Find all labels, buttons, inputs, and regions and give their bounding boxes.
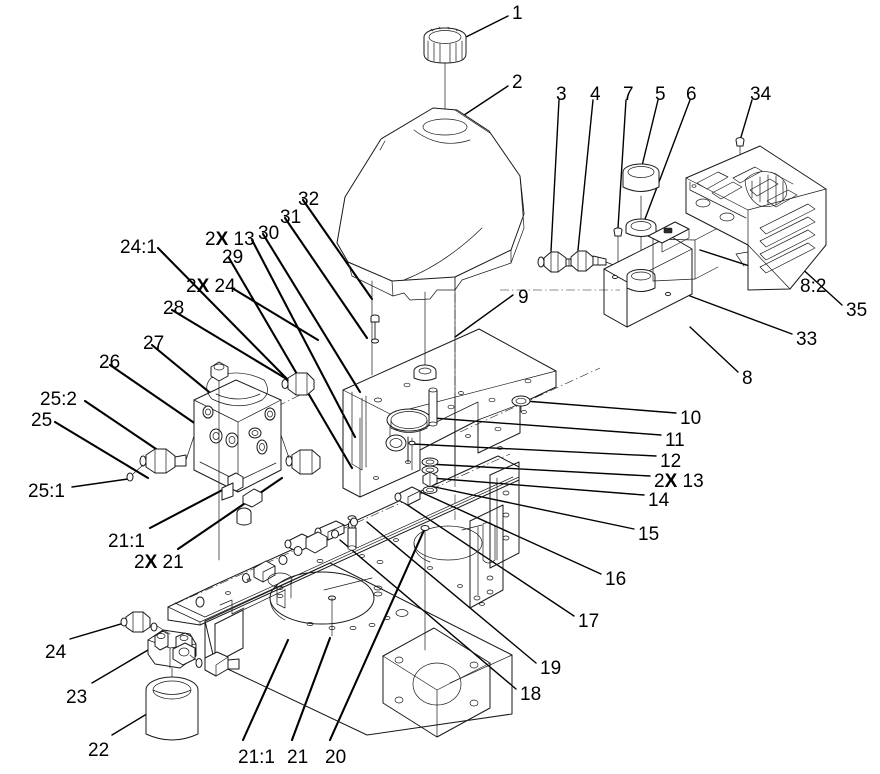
callout-16: 16 [605, 569, 627, 590]
hydraulic-fitting-4 [570, 250, 665, 286]
callout-28: 28 [163, 298, 185, 319]
callout-7: 7 [623, 84, 634, 105]
callout-8-2: 8:2 [800, 276, 827, 297]
callout-24: 24 [45, 642, 67, 663]
callout-25: 25 [31, 410, 53, 431]
callout-21-1: 21:1 [108, 531, 145, 552]
callout-2: 2 [512, 72, 523, 93]
callout-12: 12 [660, 451, 682, 472]
callout-2X-21: 2X 21 [134, 552, 184, 573]
callout-24-1: 24:1 [120, 237, 157, 258]
callout-5: 5 [655, 84, 666, 105]
callout-30: 30 [258, 223, 280, 244]
hydraulic-fitting-3 [537, 251, 579, 273]
callout-9: 9 [518, 287, 529, 308]
callout-21: 21 [287, 747, 309, 768]
callout-25-1: 25:1 [28, 481, 65, 502]
fuel-tank-body [336, 107, 525, 301]
callout-32: 32 [298, 189, 320, 210]
fuel-tank-cap-part [423, 26, 467, 119]
callout-19: 19 [540, 658, 562, 679]
callout-3: 3 [556, 84, 567, 105]
callout-2X-13: 2X 13 [205, 229, 255, 250]
callout-23: 23 [66, 687, 88, 708]
leader-lines [53, 15, 843, 742]
engine-cover-shroud [685, 145, 827, 291]
hydraulic-reservoir-tank [603, 221, 719, 328]
callout-27: 27 [143, 333, 165, 354]
tank-bolt-upper [370, 314, 380, 344]
hydraulic-valve-manifold [126, 361, 321, 561]
oil-filter-assembly [120, 611, 240, 741]
callout-34: 34 [750, 84, 772, 105]
callout-22: 22 [88, 740, 110, 761]
callout-6: 6 [686, 84, 697, 105]
callout-18: 18 [520, 684, 542, 705]
callout-4: 4 [590, 84, 601, 105]
reservoir-cap-5 [622, 163, 660, 275]
tank-grommet-lower [413, 364, 437, 381]
callout-20: 20 [325, 747, 347, 768]
callout-11: 11 [665, 430, 685, 451]
fuel-tank-mount-rods [371, 280, 456, 401]
callout-15: 15 [638, 524, 660, 545]
fastener-stack-center [284, 387, 531, 651]
callout-2X-24: 2X 24 [186, 276, 236, 297]
callout-10: 10 [680, 408, 702, 429]
rail-fittings [195, 517, 358, 608]
callout-17: 17 [578, 611, 600, 632]
frame-holes [225, 434, 503, 606]
callout-35: 35 [846, 300, 868, 321]
callout-25-2: 25:2 [40, 389, 77, 410]
callout-26: 26 [99, 352, 121, 373]
callout-2X-13: 2X 13 [654, 471, 704, 492]
callout-31: 31 [280, 207, 302, 228]
callout-8: 8 [742, 368, 753, 389]
gasket-ring-6 [625, 218, 657, 237]
callout-1: 1 [512, 3, 523, 24]
callout-33: 33 [796, 329, 818, 350]
callout-29: 29 [222, 247, 244, 268]
callout-21-1: 21:1 [238, 747, 275, 768]
callout-14: 14 [648, 490, 670, 511]
